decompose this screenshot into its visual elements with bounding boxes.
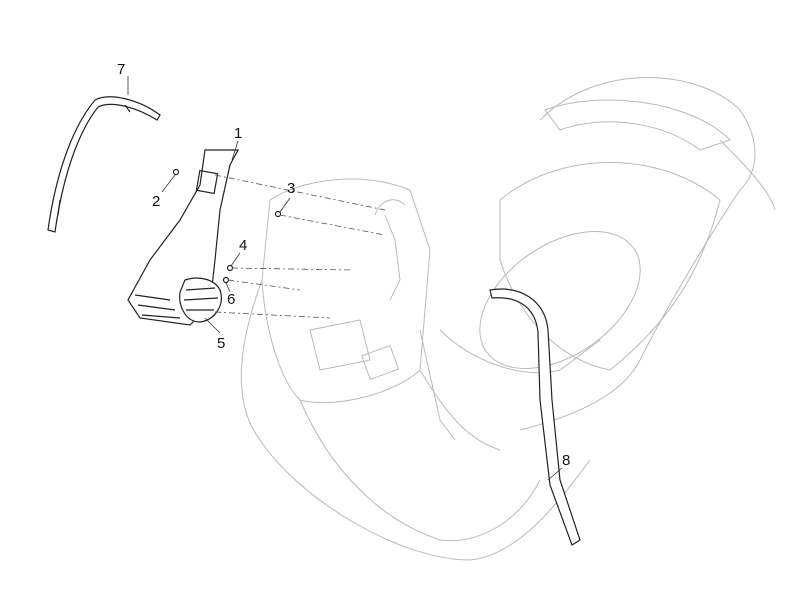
callout-7: 7 [117,61,126,78]
callout-8: 8 [562,452,571,469]
callout-5: 5 [217,335,226,352]
callout-1: 1 [234,125,243,142]
callout-6: 6 [227,291,236,308]
part-7-trim [47,96,161,233]
leader-lines [127,76,563,481]
scooter-body-ghost [240,77,776,561]
callout-4: 4 [239,237,248,254]
part-5-grille [179,277,222,323]
callout-2: 2 [152,193,161,210]
fasteners [172,168,282,284]
callout-3: 3 [287,180,296,197]
part-8-trim [489,288,581,546]
